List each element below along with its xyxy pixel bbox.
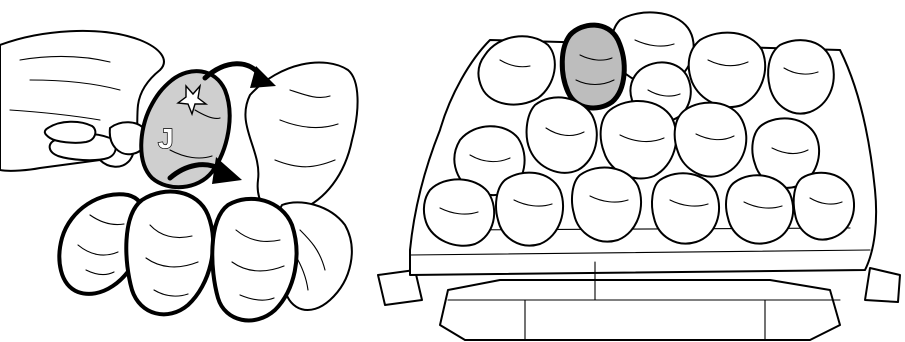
rock-placement-illustration: J	[0, 0, 360, 342]
rock-mark-label: J	[158, 123, 174, 154]
rock-arrangement-drawing	[370, 0, 905, 342]
rock-arrangement-illustration	[370, 0, 905, 342]
highlighted-rock	[562, 25, 624, 108]
base-tray	[440, 280, 840, 340]
rock-front-3	[572, 167, 641, 241]
rock-mid-3	[601, 101, 677, 179]
rock-front-2	[496, 173, 563, 246]
rock-front-1	[424, 179, 494, 245]
rock-front-6	[794, 173, 854, 240]
finger-3	[45, 122, 96, 143]
rock-placement-drawing: J	[0, 0, 360, 342]
tray-foot-right	[865, 268, 900, 302]
rock-front-4	[652, 173, 719, 243]
arrow-lower-head	[212, 157, 242, 184]
rock-back-4	[768, 40, 834, 113]
rock-bottom-right	[212, 199, 296, 321]
rock-front-5	[726, 175, 793, 243]
